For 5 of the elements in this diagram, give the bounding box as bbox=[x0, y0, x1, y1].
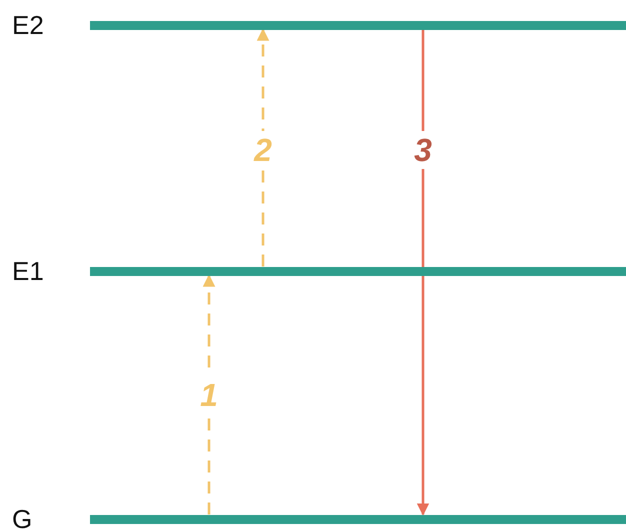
level-label: E2 bbox=[12, 10, 44, 40]
level-label: E1 bbox=[12, 256, 44, 286]
level-label: G bbox=[12, 504, 32, 531]
edge-label: 3 bbox=[411, 131, 435, 169]
arrow bbox=[416, 30, 430, 516]
